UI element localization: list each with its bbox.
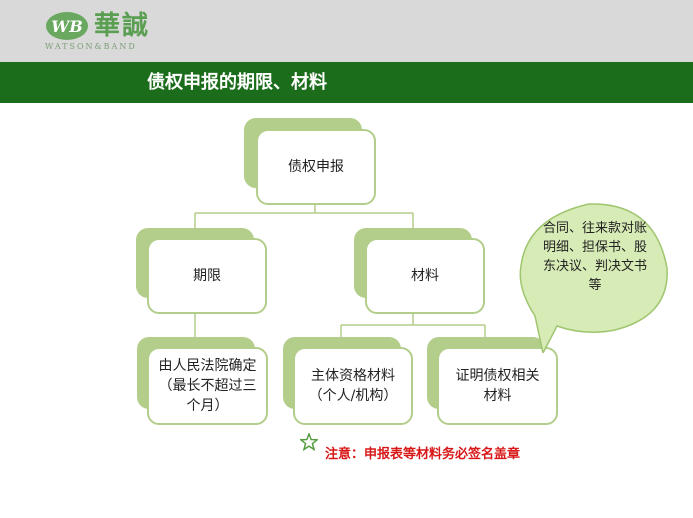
node-subject-materials: 主体资格材料（个人/机构） bbox=[293, 347, 413, 425]
note-text: 注意：申报表等材料务必签名盖章 bbox=[325, 447, 521, 462]
svg-text:WB: WB bbox=[51, 17, 83, 36]
callout-bubble bbox=[519, 203, 668, 353]
root-node-label: 债权申报 bbox=[288, 159, 344, 175]
title-bar: 债权申报的期限、材料 bbox=[0, 62, 693, 103]
company-logo: WB 華誠 WATSON&BAND bbox=[44, 8, 174, 58]
star-icon bbox=[300, 433, 318, 451]
logo-chinese-text: 華誠 bbox=[94, 11, 151, 41]
node-cailiao-label: 材料 bbox=[411, 268, 439, 284]
node-subject-materials-label: 主体资格材料（个人/机构） bbox=[308, 368, 398, 404]
page-title: 债权申报的期限、材料 bbox=[147, 72, 327, 93]
node-proof-materials-label: 证明债权相关材料 bbox=[455, 368, 540, 404]
logo-mark-icon: WB bbox=[46, 12, 88, 40]
node-cailiao: 材料 bbox=[365, 238, 485, 314]
node-qixian: 期限 bbox=[147, 238, 267, 314]
node-court-deadline-label: 由人民法院确定（最长不超过三个月） bbox=[158, 358, 257, 414]
header-band: WB 華誠 WATSON&BAND bbox=[0, 0, 693, 62]
node-proof-materials: 证明债权相关材料 bbox=[437, 347, 558, 425]
node-qixian-label: 期限 bbox=[193, 268, 221, 284]
callout-text: 合同、往来款对账明细、担保书、股东决议、判决文书等 bbox=[542, 221, 647, 293]
root-node-debt-claim: 债权申报 bbox=[256, 129, 376, 205]
node-court-deadline: 由人民法院确定（最长不超过三个月） bbox=[147, 347, 268, 425]
logo-english-text: WATSON&BAND bbox=[45, 42, 137, 51]
